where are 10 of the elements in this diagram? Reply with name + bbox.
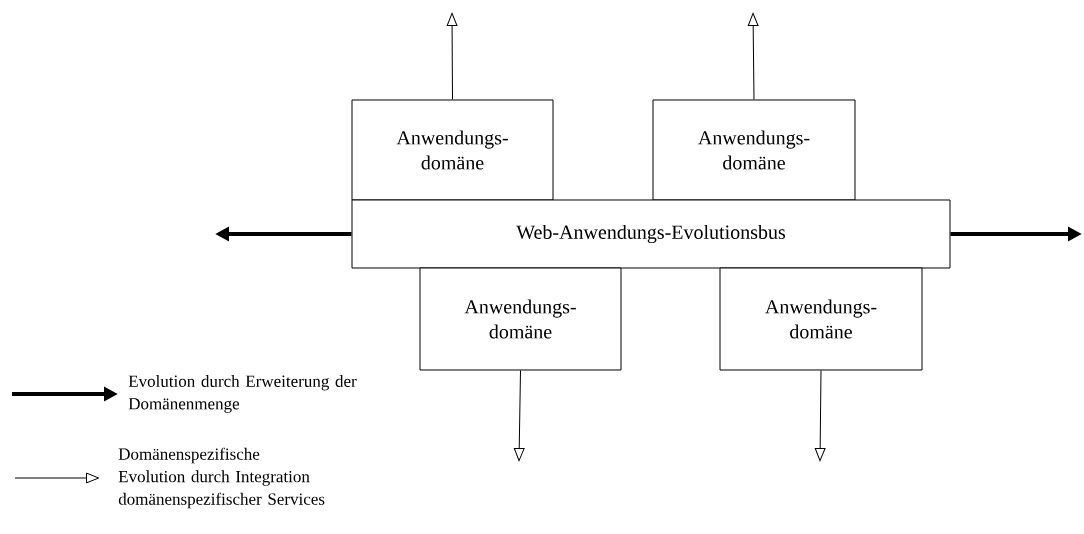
arrow bbox=[747, 12, 759, 100]
legend-text: Evolution durch Erweiterung der Domänenmenge bbox=[128, 375, 357, 413]
domain-box: Anwendungs- domäne bbox=[419, 267, 622, 371]
domain-box: Anwendungs- domäne bbox=[351, 99, 554, 201]
arrow bbox=[446, 12, 458, 100]
domain-box: Anwendungs- domäne bbox=[652, 99, 856, 201]
arrow bbox=[513, 370, 525, 462]
domain-box: Anwendungs- domäne bbox=[719, 267, 923, 371]
legend-text: Domänenspezifische Evolution durch Integration domänenspezifischer Services bbox=[118, 447, 325, 509]
arrow bbox=[814, 370, 826, 462]
